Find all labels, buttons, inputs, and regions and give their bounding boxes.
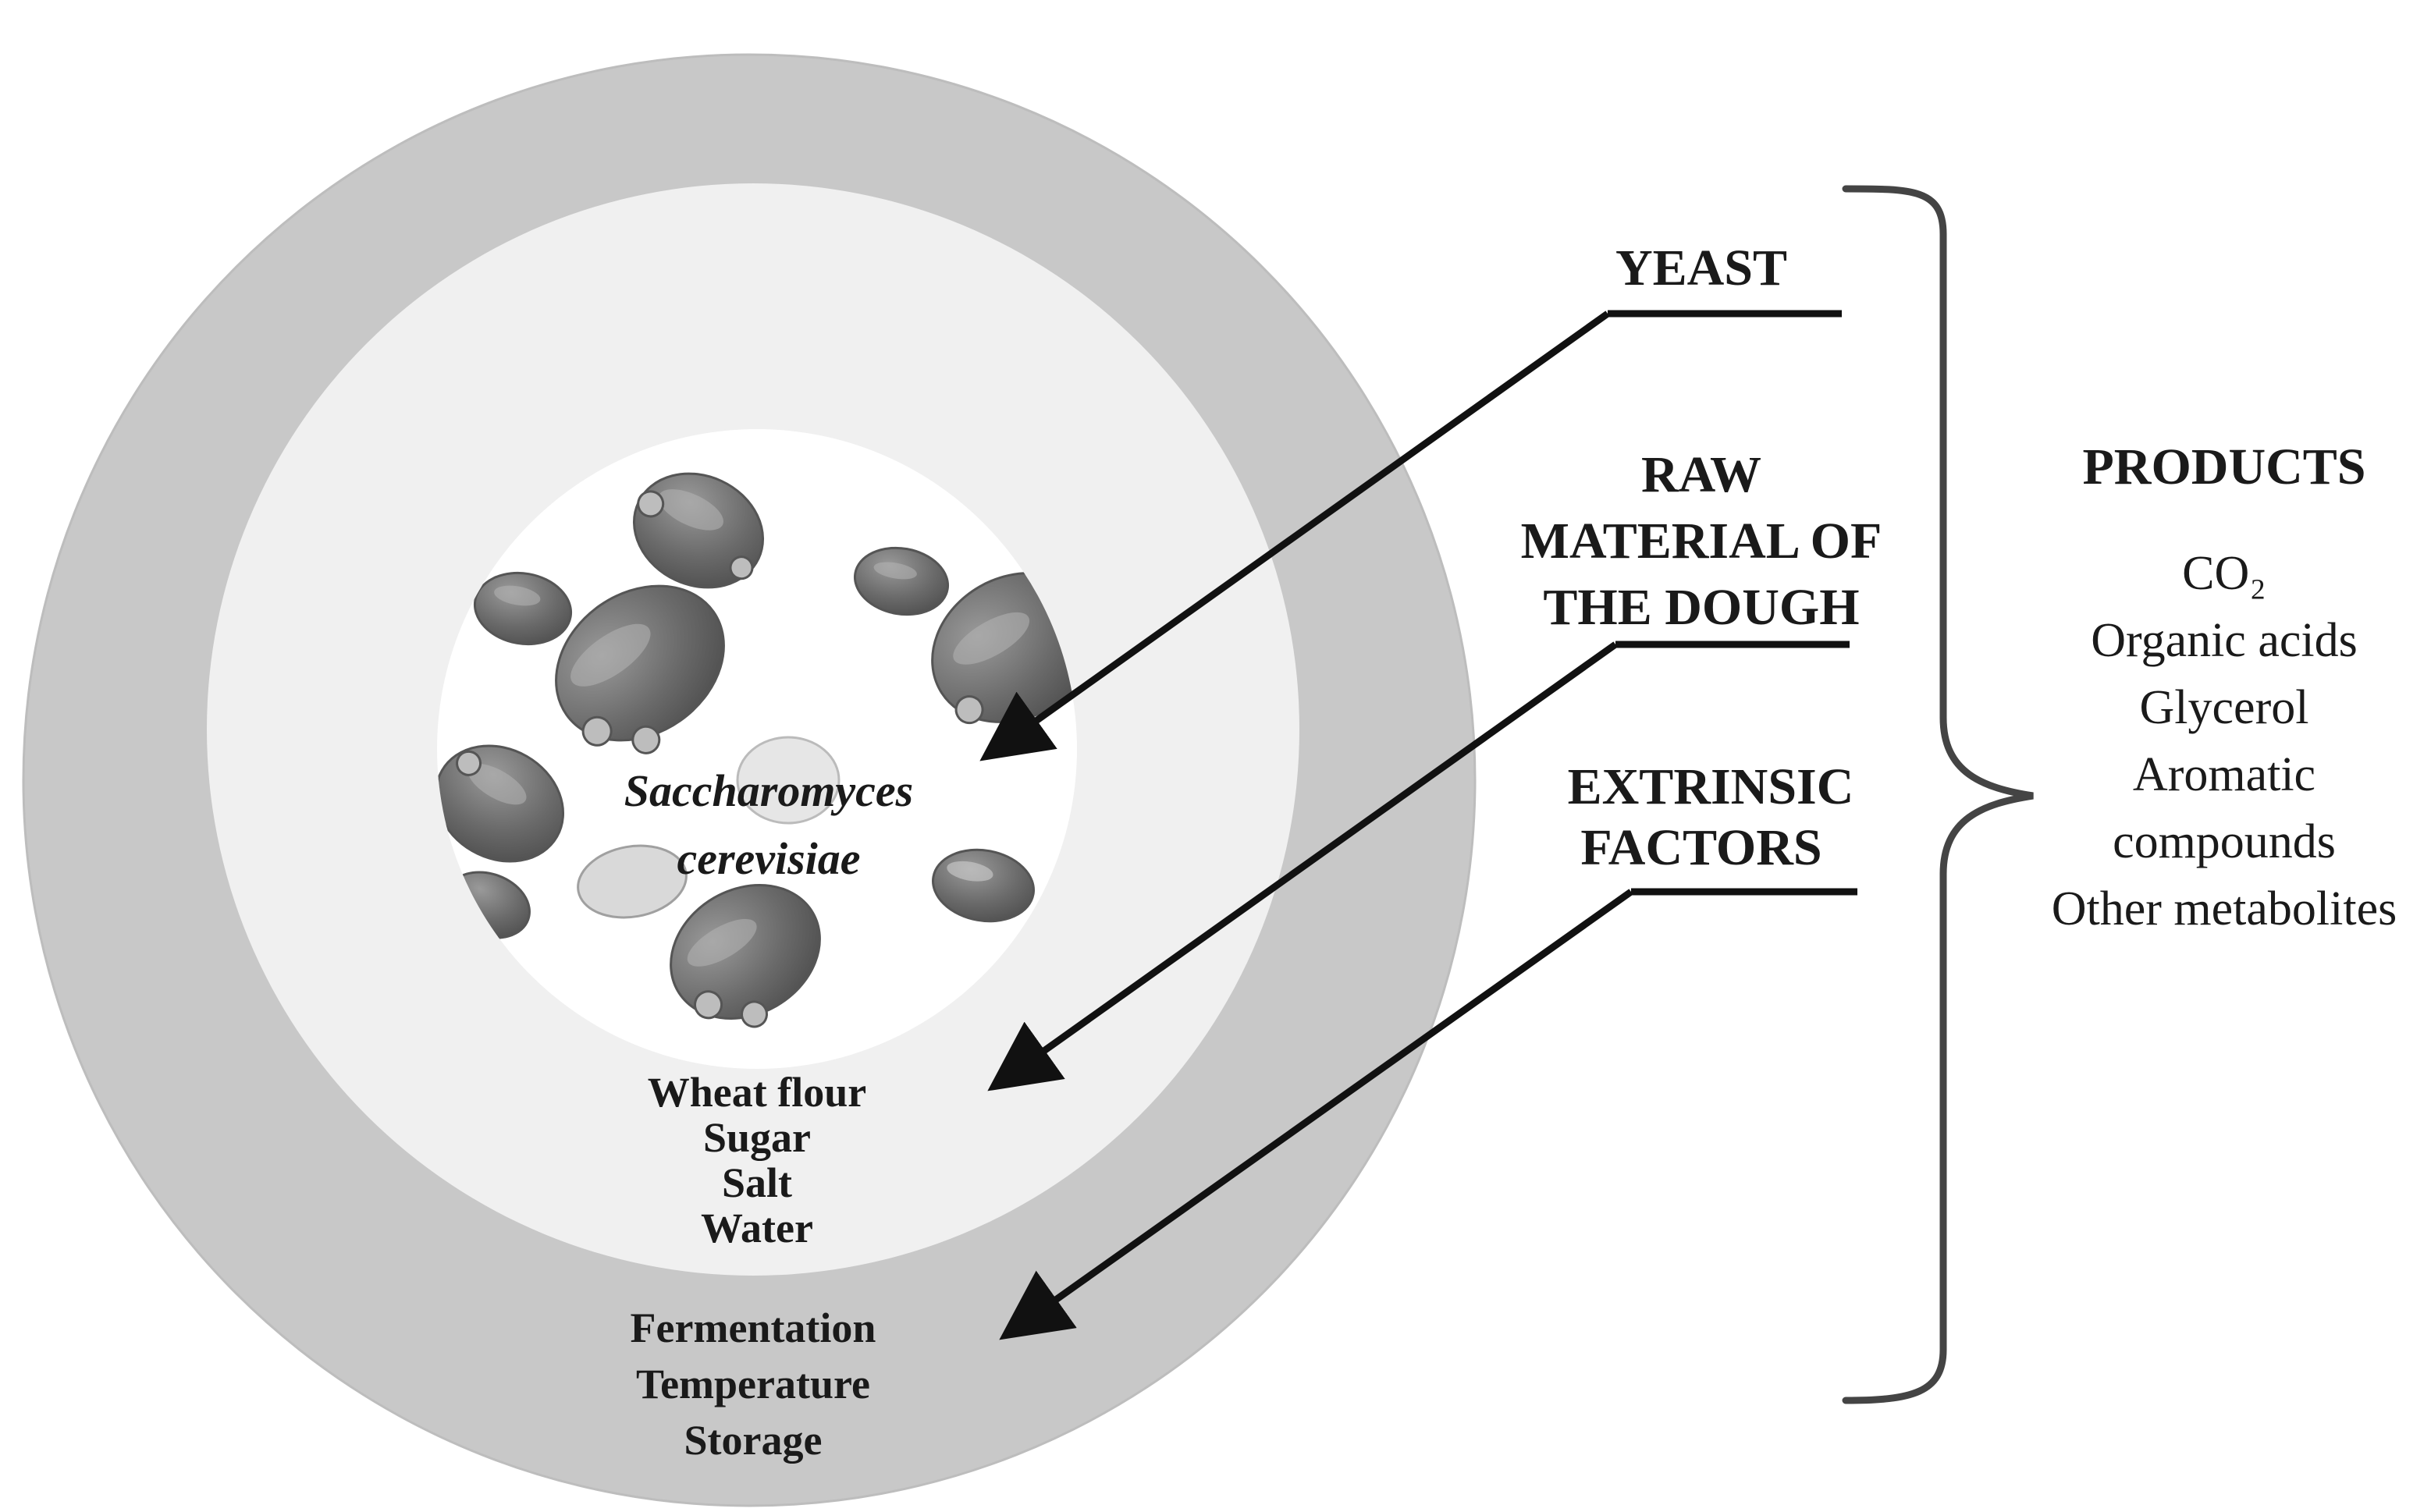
product-item: CO₂ [2182,547,2266,600]
yeast-cell [853,546,950,616]
organism-name-line2: cerevisiae [677,833,860,884]
arrow-yeast [979,311,1610,761]
yeast-cell [932,848,1035,923]
label-raw-material-line3: THE DOUGH [1543,579,1859,636]
connector-raw-material [987,641,1850,1091]
dough-ingredient: Salt [722,1159,792,1206]
connector-yeast [979,310,1842,761]
product-item: Glycerol [2140,681,2309,734]
dough-ingredient: Sugar [703,1114,811,1161]
product-item: Organic acids [2091,614,2357,667]
label-extrinsic-line2: FACTORS [1580,819,1821,876]
extrinsic-factor: Fermentation [631,1304,876,1351]
yeast-cell [577,844,688,919]
products-title: PRODUCTS [2082,438,2365,495]
yeast-cell [555,584,725,754]
arrow-raw-material [987,641,1618,1091]
yeast-cell [670,884,821,1028]
product-item: Aromatic [2133,748,2315,801]
curly-brace [1842,185,2034,1404]
yeast-cell [437,744,565,863]
yeast-cells-illustration [437,472,1077,1028]
label-raw-material-line2: MATERIAL OF [1521,513,1882,570]
product-item: Other metabolites [2052,882,2397,935]
dough-ingredient: Water [701,1205,813,1251]
extrinsic-factor: Storage [684,1417,823,1464]
connector-extrinsic [999,888,1857,1340]
label-raw-material-line1: RAW [1641,446,1761,503]
label-extrinsic-line1: EXTRINSIC [1568,758,1854,815]
dough-ingredient: Wheat flour [648,1069,866,1116]
extrinsic-factor: Temperature [636,1361,870,1407]
organism-name-line1: Saccharomyces [624,765,914,816]
label-yeast: YEAST [1615,240,1787,296]
yeast-cell [632,472,765,589]
product-item: compounds [2113,815,2336,868]
arrow-extrinsic [999,889,1633,1340]
yeast-cell [473,571,573,646]
yeast-cell [736,736,841,825]
